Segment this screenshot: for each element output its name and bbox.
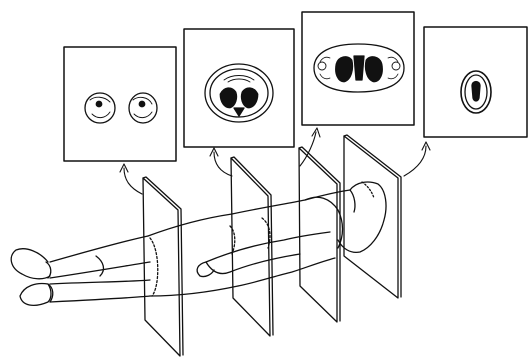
knee-crease [96,256,103,276]
arrow-pelvis [214,152,232,176]
brain-ventricles [472,82,480,102]
leg-section-muscle [90,97,152,117]
panel-pelvis [184,29,294,147]
mediastinum [354,56,364,80]
right-foot [20,284,51,306]
left-ankle [46,262,51,278]
pelvis-spine [234,108,244,116]
legs-outline [50,236,150,302]
panel-frame [64,47,176,161]
panel-frame [184,29,294,147]
slice-planes [143,135,401,356]
panel-head [424,27,527,137]
ct-panels [64,12,527,161]
pelvis-organs [224,76,254,83]
arrow-legs [124,168,142,194]
panel-legs [64,47,176,161]
pelvis-bone [220,88,258,108]
left-foot [11,249,50,279]
panel-chest [302,12,414,125]
leg-section-detail [96,101,145,107]
arrow-head [404,146,426,176]
